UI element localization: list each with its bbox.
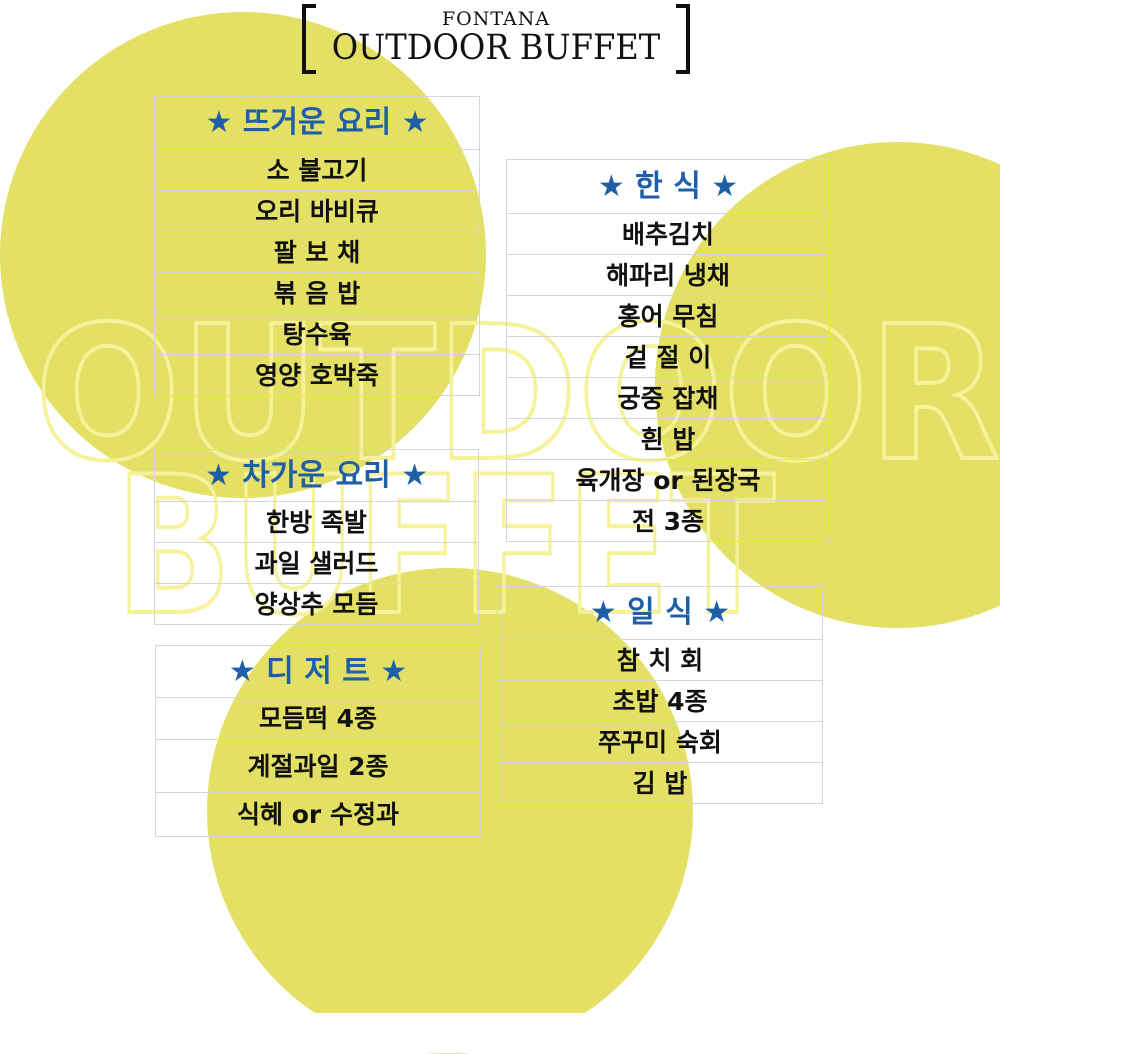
section-heading-cold: ★ 차가운 요리 ★: [154, 449, 479, 502]
menu-item: 김 밥: [497, 762, 823, 804]
menu-section-hot: ★ 뜨거운 요리 ★ 소 불고기 오리 바비큐 팔 보 채 볶 음 밥 탕수육 …: [154, 96, 480, 396]
menu-item: 영양 호박죽: [154, 354, 480, 396]
menu-item: 참 치 회: [497, 639, 823, 681]
section-heading-japanese: ★ 일 식 ★: [497, 586, 823, 640]
menu-item: 과일 샐러드: [154, 542, 479, 584]
menu-item: 해파리 냉채: [506, 254, 830, 296]
menu-item: 흰 밥: [506, 418, 830, 460]
menu-item: 팔 보 채: [154, 231, 480, 273]
page-title: OUTDOOR BUFFET: [331, 28, 661, 68]
menu-section-cold: ★ 차가운 요리 ★ 한방 족발 과일 샐러드 양상추 모듬: [154, 449, 479, 625]
menu-item: 식혜 or 수정과: [155, 792, 481, 837]
menu-item: 볶 음 밥: [154, 272, 480, 314]
brand-name: FONTANA: [441, 8, 551, 30]
right-bracket: [676, 4, 690, 74]
menu-section-dessert: ★ 디 저 트 ★ 모듬떡 4종 계절과일 2종 식혜 or 수정과: [155, 645, 481, 837]
menu-item: 양상추 모듬: [154, 583, 479, 625]
section-heading-korean: ★ 한 식 ★: [506, 159, 830, 214]
menu-item: 오리 바비큐: [154, 190, 480, 232]
menu-item: 육개장 or 된장국: [506, 459, 830, 501]
menu-item: 홍어 무침: [506, 295, 830, 337]
menu-item: 겉 절 이: [506, 336, 830, 378]
menu-section-japanese: ★ 일 식 ★ 참 치 회 초밥 4종 쭈꾸미 숙회 김 밥: [497, 586, 823, 804]
background-crop-bottom: [0, 1013, 1146, 1053]
menu-item: 한방 족발: [154, 501, 479, 543]
menu-item: 모듬떡 4종: [155, 697, 481, 740]
title-block: FONTANA OUTDOOR BUFFET: [300, 2, 692, 76]
left-bracket: [302, 4, 316, 74]
menu-section-korean: ★ 한 식 ★ 배추김치 해파리 냉채 홍어 무침 겉 절 이 궁중 잡채 흰 …: [506, 159, 830, 542]
section-heading-hot: ★ 뜨거운 요리 ★: [154, 96, 480, 150]
menu-item: 초밥 4종: [497, 680, 823, 722]
section-heading-dessert: ★ 디 저 트 ★: [155, 645, 481, 698]
menu-item: 전 3종: [506, 500, 830, 542]
menu-item: 쭈꾸미 숙회: [497, 721, 823, 763]
menu-item: 계절과일 2종: [155, 739, 481, 793]
background-crop-right: [1000, 0, 1146, 1053]
menu-item: 배추김치: [506, 213, 830, 255]
menu-item: 탕수육: [154, 313, 480, 355]
menu-item: 소 불고기: [154, 149, 480, 191]
menu-item: 궁중 잡채: [506, 377, 830, 419]
